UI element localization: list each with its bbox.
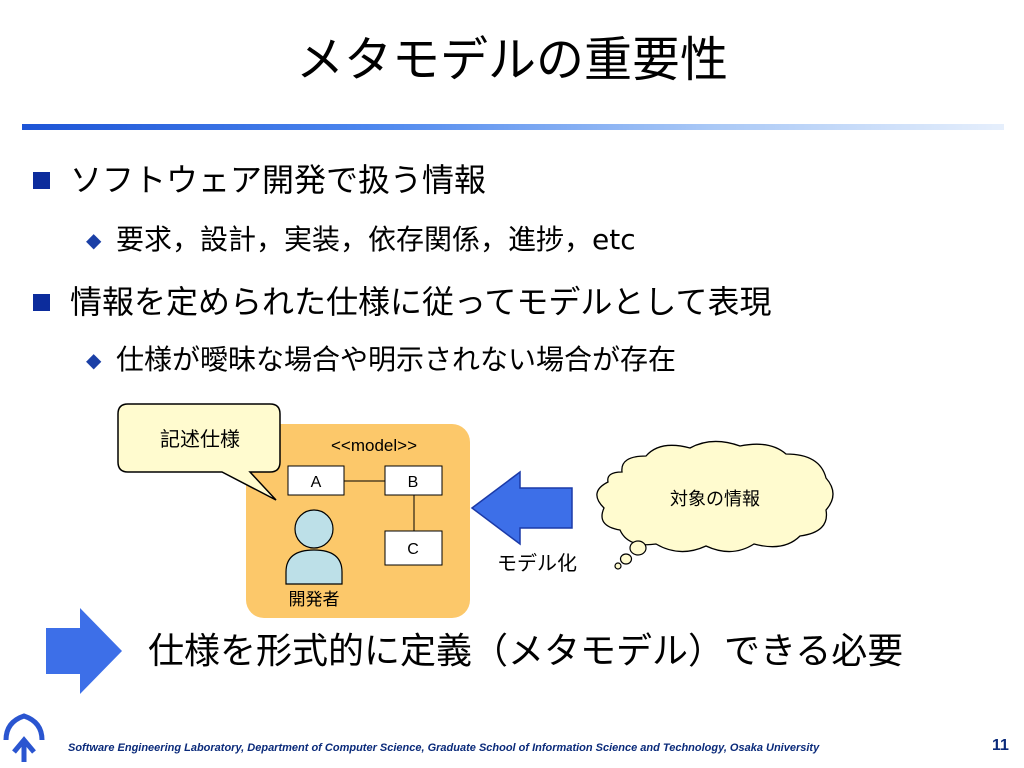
developer-person-icon: [285, 509, 343, 585]
cloud-text: 対象の情報: [670, 489, 760, 510]
conclusion-arrow-icon: [46, 608, 122, 694]
title-underline: [22, 124, 1004, 130]
class-box-c: [384, 530, 443, 566]
callout-text: 記述仕様: [160, 427, 240, 451]
spec-callout: 記述仕様: [117, 403, 281, 501]
bullet-2-text: 情報を定められた仕様に従ってモデルとして表現: [70, 283, 772, 321]
class-box-b-label: B: [408, 474, 419, 491]
footer-affiliation: Software Engineering Laboratory, Departm…: [68, 742, 820, 754]
university-logo-icon: [3, 713, 45, 762]
developer-label: 開発者: [289, 590, 340, 610]
modeling-arrow-label: モデル化: [497, 551, 577, 575]
bullet-square-icon: [33, 294, 50, 311]
thought-cloud-icon: [596, 440, 834, 570]
page-number: 11: [992, 737, 1009, 754]
conclusion-text: 仕様を形式的に定義（メタモデル）できる必要: [148, 631, 904, 672]
bullet-1-text: ソフトウェア開発で扱う情報: [70, 161, 487, 199]
class-box-c-label: C: [407, 541, 419, 558]
slide-title: メタモデルの重要性: [295, 32, 728, 88]
modeling-arrow-icon: [470, 470, 573, 546]
bullet-1-sub-text: 要求，設計，実装，依存関係，進捗，etc: [116, 223, 636, 256]
bullet-diamond-icon: ◆: [86, 228, 102, 252]
bullet-square-icon: [33, 172, 50, 189]
bullet-diamond-icon: ◆: [86, 348, 102, 372]
bullet-2-sub-text: 仕様が曖昧な場合や明示されない場合が存在: [116, 343, 677, 376]
class-box-b: [384, 465, 443, 496]
class-box-a: [287, 465, 345, 496]
class-box-a-label: A: [311, 474, 322, 491]
model-stereotype-label: <<model>>: [331, 436, 417, 455]
